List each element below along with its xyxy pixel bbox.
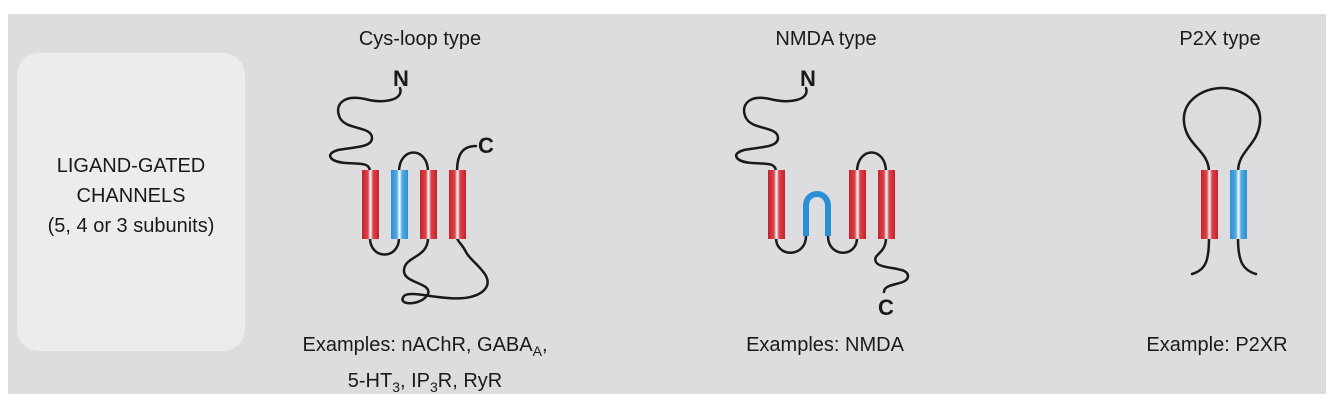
nmda-diagram: N C bbox=[734, 66, 910, 320]
cys-c-terminus-label: C bbox=[478, 133, 494, 158]
cys-loop-title: Cys-loop type bbox=[358, 28, 482, 50]
cys-loop-examples-line-1: Examples: nAChR, GABAA, bbox=[302, 334, 548, 359]
cys-n-terminus-label: N bbox=[393, 66, 409, 91]
nmda-c-terminus-label: C bbox=[878, 295, 894, 320]
p2x-diagram bbox=[1182, 86, 1262, 276]
nmda-pore-loop bbox=[803, 191, 831, 236]
cys-helix-3 bbox=[420, 170, 437, 239]
p2x-helix-2 bbox=[1230, 170, 1247, 239]
nmda-helix-4 bbox=[878, 170, 895, 239]
category-line-3: (5, 4 or 3 subunits) bbox=[47, 215, 215, 237]
cys-loop-examples-line-2: 5-HT3, IP3R, RyR bbox=[347, 370, 503, 395]
p2x-helix-1 bbox=[1201, 170, 1218, 239]
nmda-title: NMDA type bbox=[775, 28, 877, 50]
category-box: LIGAND-GATED CHANNELS (5, 4 or 3 subunit… bbox=[17, 53, 245, 351]
category-line-1: LIGAND-GATED bbox=[56, 155, 206, 177]
cys-helix-4 bbox=[449, 170, 466, 239]
cys-loop-examples: Examples: nAChR, GABAA, 5-HT3, IP3R, RyR bbox=[260, 330, 590, 402]
cys-helix-2 bbox=[391, 170, 408, 239]
category-line-2: CHANNELS bbox=[76, 185, 186, 207]
p2x-examples: Example: P2XR bbox=[1146, 334, 1288, 356]
cys-helix-1 bbox=[362, 170, 379, 239]
nmda-n-terminus-label: N bbox=[800, 66, 816, 91]
category-label: LIGAND-GATED CHANNELS (5, 4 or 3 subunit… bbox=[17, 151, 245, 241]
nmda-helix-3 bbox=[849, 170, 866, 239]
nmda-examples: Examples: NMDA bbox=[746, 334, 904, 356]
nmda-helix-1 bbox=[768, 170, 785, 239]
cys-loop-diagram: N C bbox=[328, 66, 494, 305]
p2x-title: P2X type bbox=[1179, 28, 1261, 50]
